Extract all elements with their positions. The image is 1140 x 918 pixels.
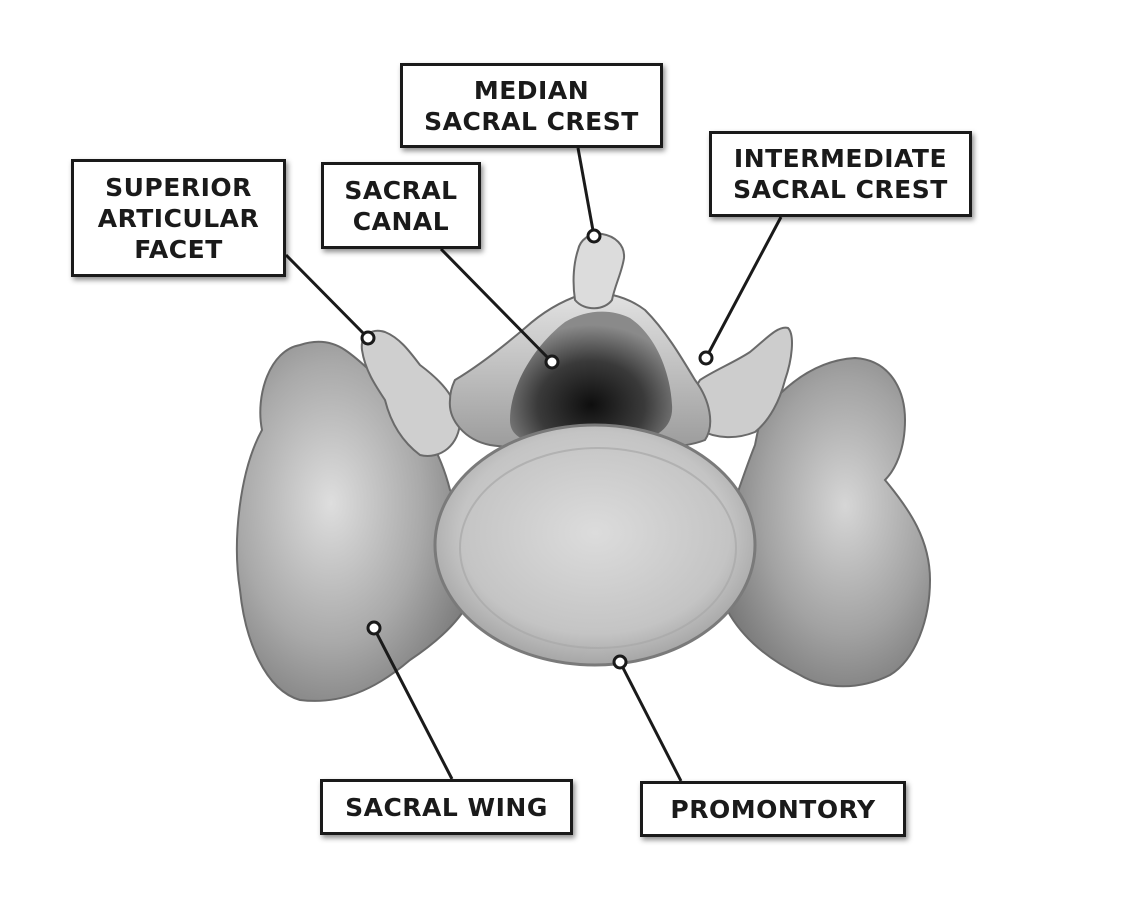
label-median-sacral-crest: MEDIAN SACRAL CREST — [400, 63, 663, 148]
leader-line-median — [576, 147, 596, 237]
label-text-intermediate-sacral-crest: INTERMEDIATE SACRAL CREST — [733, 144, 948, 204]
label-text-sacral-canal: SACRAL CANAL — [344, 175, 458, 236]
leader-line-superior — [284, 253, 370, 340]
leader-line-promontory — [618, 661, 683, 782]
leader-line-canal — [439, 247, 554, 364]
label-intermediate-sacral-crest: INTERMEDIATE SACRAL CREST — [709, 131, 972, 217]
pointer-dot-intermediate — [698, 350, 714, 366]
sacral-body-inner-rim — [459, 447, 737, 649]
pointer-dot-promontory — [612, 654, 628, 670]
sacral-body-shape — [433, 423, 757, 667]
leader-lines — [284, 147, 783, 782]
label-promontory: PROMONTORY — [640, 781, 906, 837]
label-text-promontory: PROMONTORY — [670, 794, 876, 824]
label-sacral-canal: SACRAL CANAL — [321, 162, 481, 249]
leader-line-intermediate — [704, 216, 783, 359]
pointer-dot-canal — [544, 354, 560, 370]
pointer-dot-superior — [360, 330, 376, 346]
label-superior-articular-facet: SUPERIOR ARTICULAR FACET — [71, 159, 286, 277]
label-sacral-wing: SACRAL WING — [320, 779, 573, 835]
pointer-dot-median — [586, 228, 602, 244]
sacral-canal-shape — [510, 311, 673, 445]
median-crest-process-shape — [572, 232, 626, 310]
pointer-dots — [360, 228, 714, 670]
leader-line-wing — [372, 627, 454, 780]
pointer-dot-wing — [366, 620, 382, 636]
label-text-superior-articular-facet: SUPERIOR ARTICULAR FACET — [97, 172, 260, 264]
label-text-median-sacral-crest: MEDIAN SACRAL CREST — [424, 75, 639, 136]
label-text-sacral-wing: SACRAL WING — [345, 792, 548, 822]
